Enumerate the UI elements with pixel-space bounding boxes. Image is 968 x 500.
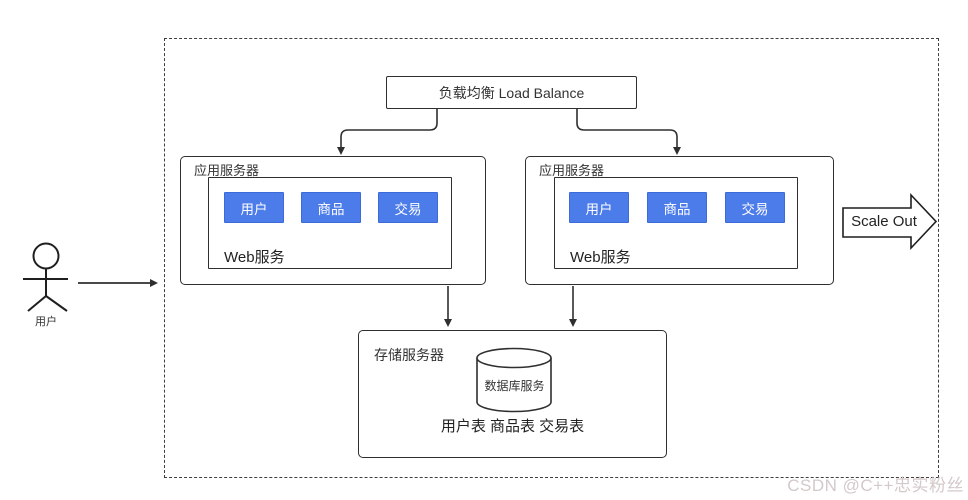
web-service-1-box: 用户 商品 交易 Web服务 xyxy=(208,177,452,269)
service-box-product: 商品 xyxy=(301,192,361,223)
app-server-1-label: 应用服务器 xyxy=(194,163,260,178)
load-balancer-box: 负载均衡 Load Balance xyxy=(386,76,637,109)
service-box-trade: 交易 xyxy=(378,192,438,223)
user-actor-label: 用户 xyxy=(35,316,57,328)
system-boundary-dashed-box xyxy=(164,38,939,478)
database-service-label: 数据库服务 xyxy=(484,379,545,393)
service-box-trade: 交易 xyxy=(725,192,785,223)
service-box-user: 用户 xyxy=(224,192,284,223)
database-tables-label: 用户表 商品表 交易表 xyxy=(440,418,585,435)
web-service-2-box: 用户 商品 交易 Web服务 xyxy=(554,177,798,269)
load-balancer-label: 负载均衡 Load Balance xyxy=(438,84,585,101)
csdn-watermark: CSDN @C++忠实粉丝 xyxy=(787,476,964,495)
app-server-2-label: 应用服务器 xyxy=(539,163,605,178)
service-box-user: 用户 xyxy=(569,192,629,223)
app-server-1-box: 应用服务器 用户 商品 交易 Web服务 xyxy=(180,156,486,285)
web-service-2-label: Web服务 xyxy=(570,249,631,266)
web-service-1-label: Web服务 xyxy=(224,249,285,266)
storage-server-label: 存储服务器 xyxy=(374,347,444,363)
app-server-2-box: 应用服务器 用户 商品 交易 Web服务 xyxy=(525,156,834,285)
scale-out-label: Scale Out xyxy=(851,213,917,230)
storage-server-box: 存储服务器 用户表 商品表 交易表 xyxy=(358,330,667,458)
user-actor-icon xyxy=(23,242,68,312)
service-box-product: 商品 xyxy=(647,192,707,223)
